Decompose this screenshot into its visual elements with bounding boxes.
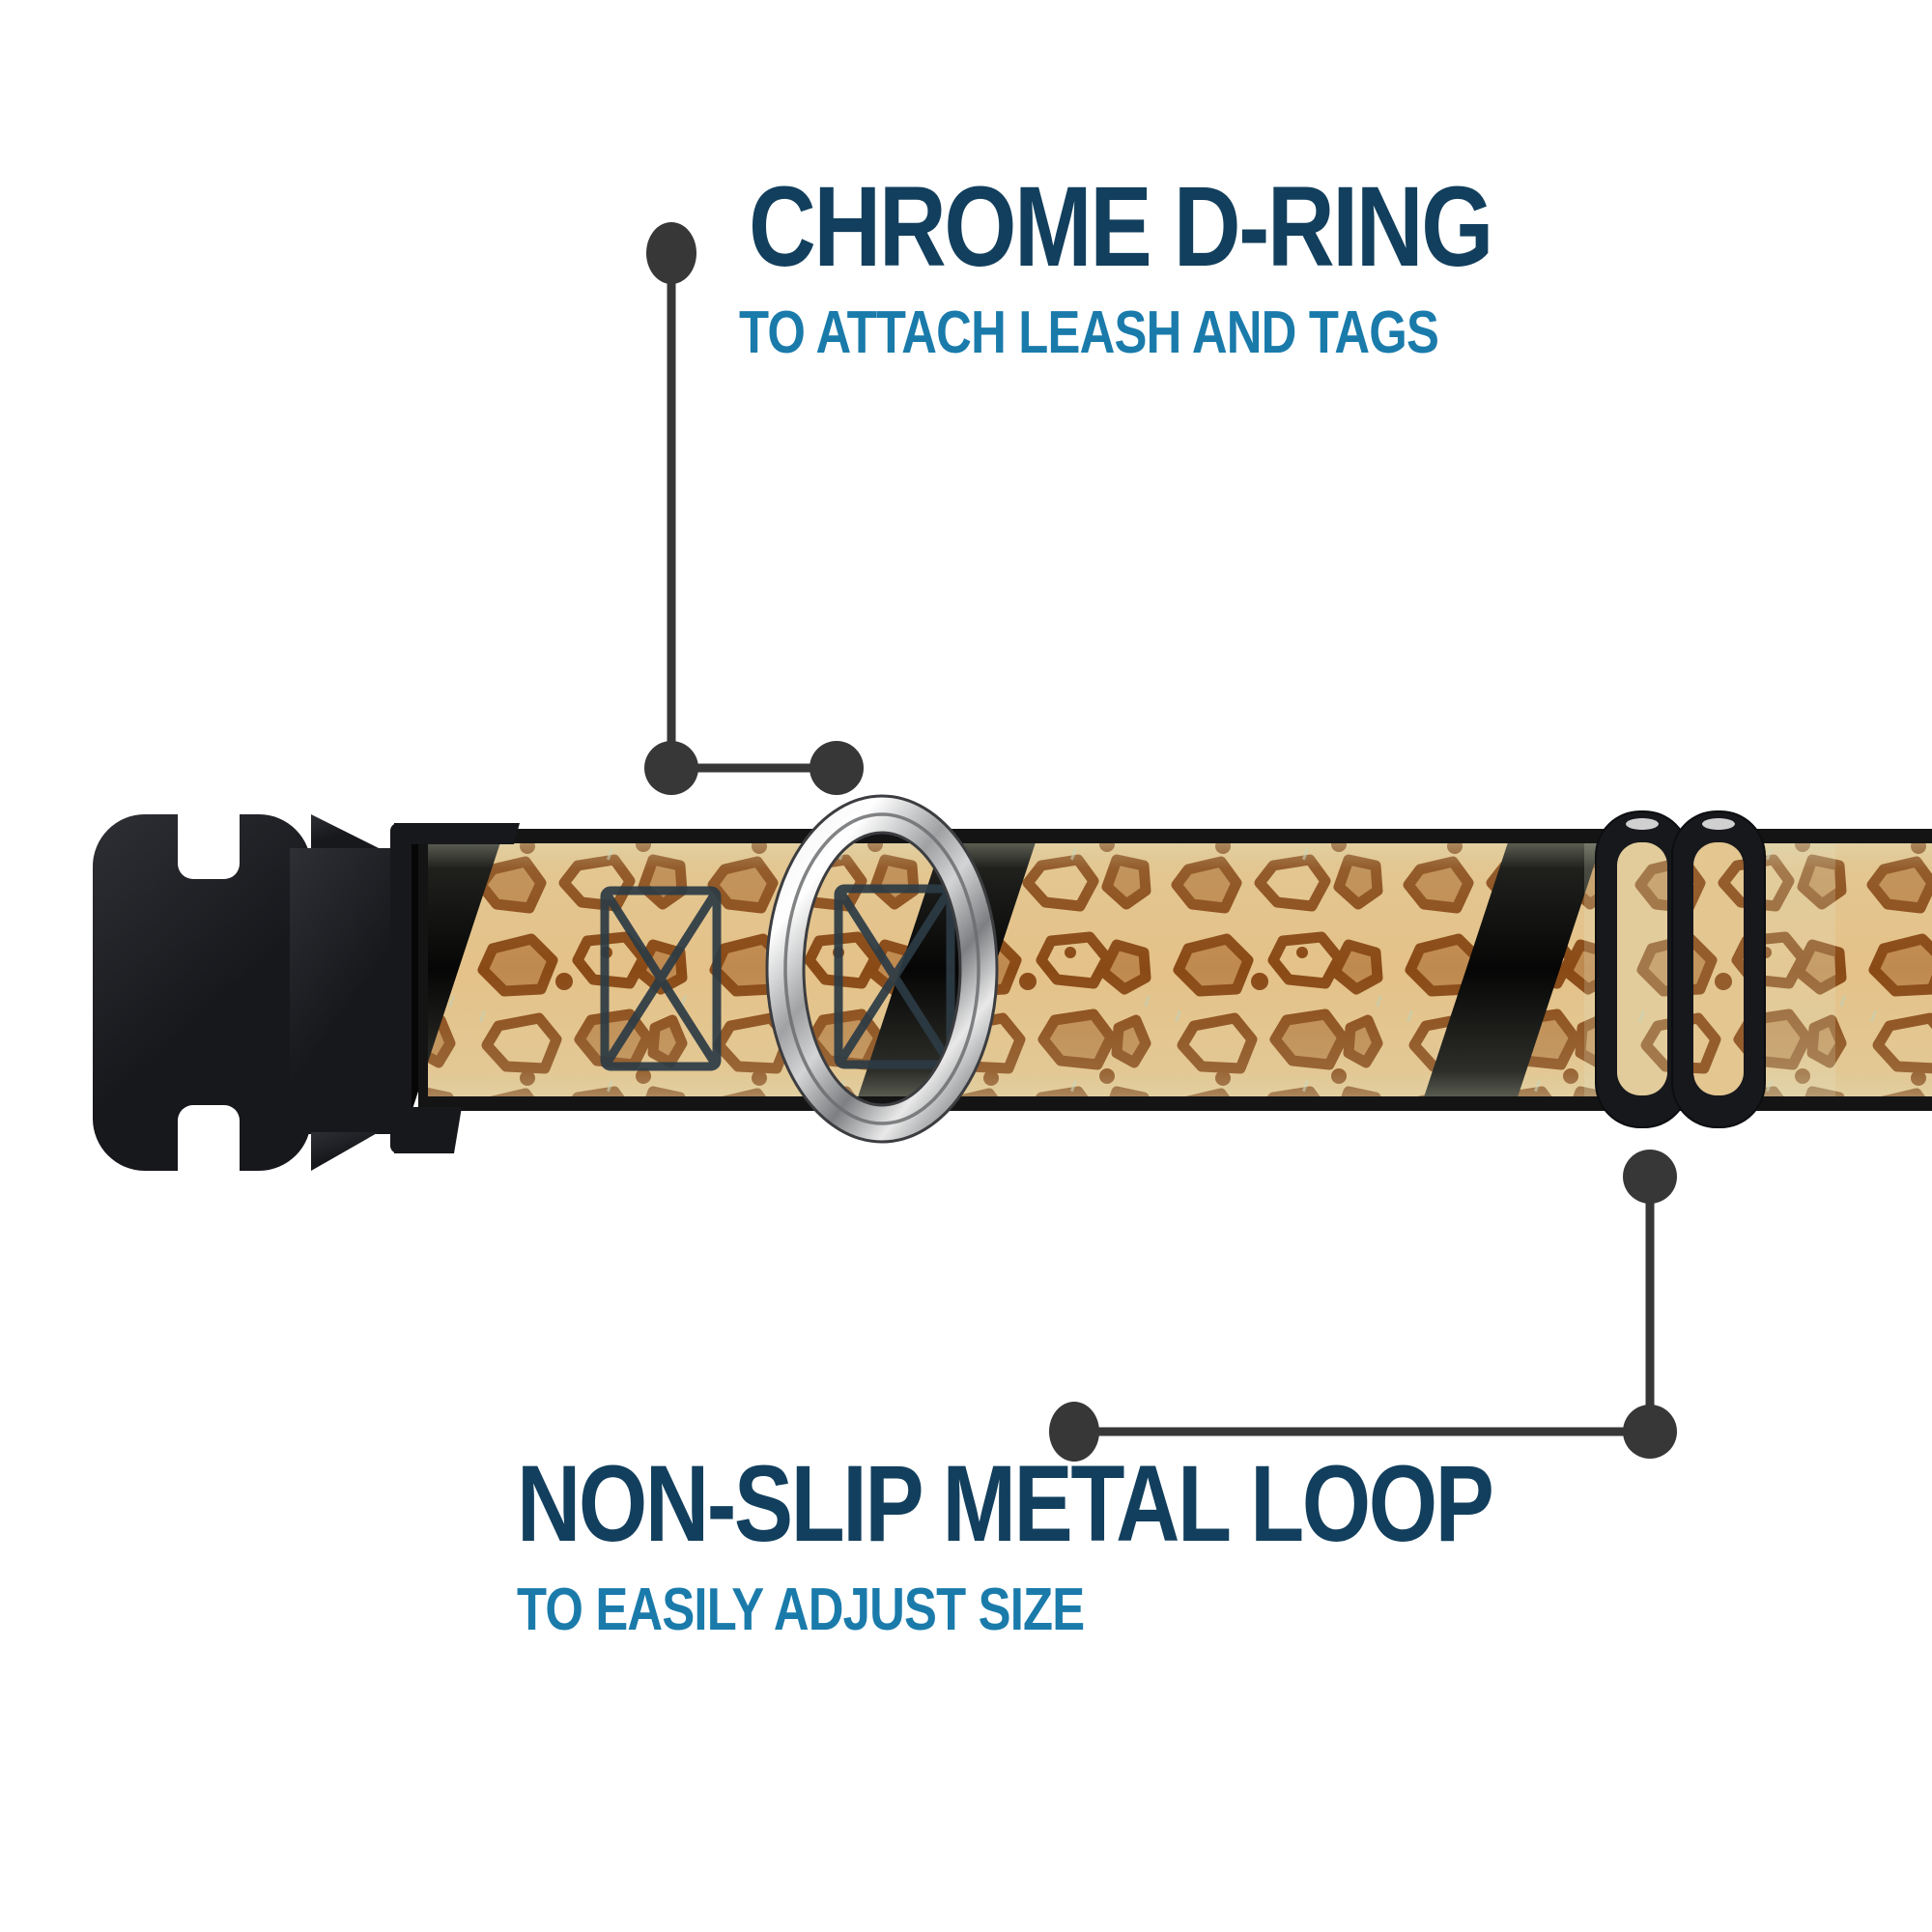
- buckle-webbing-frame: [390, 823, 520, 1153]
- callout-leader-metal-loop: [1049, 1150, 1677, 1462]
- tri-glide-slider: [1595, 810, 1766, 1128]
- webbing-edge-binding: [418, 829, 1932, 1111]
- callout-dot: [646, 222, 696, 284]
- callout-dot: [1049, 1402, 1099, 1462]
- callout-dot: [810, 741, 864, 795]
- dring-title: CHROME D-RING: [749, 163, 1493, 291]
- chrome-d-ring: [765, 794, 999, 1144]
- callout-dot: [1623, 1150, 1677, 1204]
- dring-subtitle: TO ATTACH LEASH AND TAGS: [739, 299, 1439, 366]
- metal-loop-subtitle: TO EASILY ADJUST SIZE: [517, 1577, 1085, 1643]
- slider-openings: [1617, 842, 1744, 1095]
- metal-loop-title: NON-SLIP METAL LOOP: [517, 1443, 1494, 1564]
- callout-dot: [644, 741, 698, 795]
- stitch-box-right: [834, 884, 955, 1069]
- callout-dot: [1623, 1405, 1677, 1459]
- stitch-box-left: [600, 886, 722, 1071]
- callout-leader-dring: [644, 222, 864, 795]
- buckle-release-notches: [178, 794, 240, 1190]
- side-release-buckle: [93, 794, 520, 1190]
